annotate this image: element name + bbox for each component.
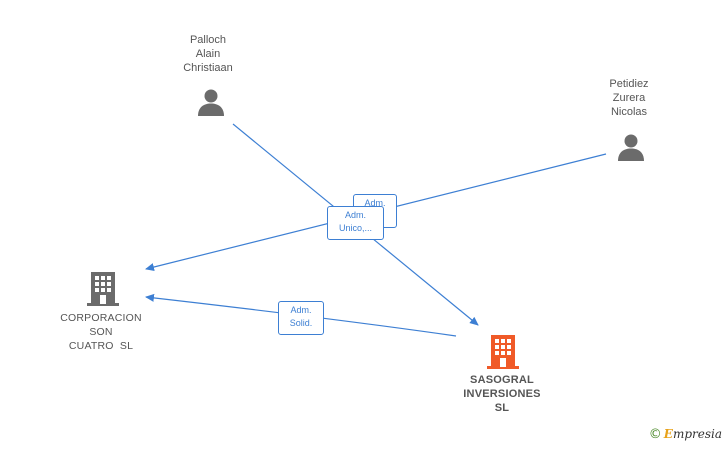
company-label-sasogral: SASOGRAL INVERSIONES SL — [441, 373, 563, 415]
copyright-icon: © — [648, 427, 662, 442]
person-name-line: Christiaan — [183, 62, 233, 74]
edge-label-line: Adm. — [364, 198, 386, 208]
building-icon[interactable] — [487, 333, 519, 369]
brand-name: mpresia — [672, 427, 722, 441]
edge-label-line: Solid. — [289, 318, 313, 328]
company-label-corporacion: CORPORACION SON CUATRO SL — [40, 311, 162, 353]
edge-label-line: Adm. — [344, 210, 366, 220]
person-label-petidiez: Petidiez Zurera Nicolas — [589, 77, 669, 119]
person-name-line: Zurera — [612, 92, 646, 104]
company-name-line: CUATRO SL — [68, 340, 134, 352]
brand-initial: E — [663, 427, 673, 441]
company-name-line: CORPORACION — [60, 312, 142, 324]
person-icon[interactable] — [196, 88, 226, 116]
person-name-line: Palloch — [189, 34, 227, 46]
company-name-line: SON — [89, 326, 113, 338]
edge-label-adm-unico[interactable]: Adm. Unico,... — [327, 206, 384, 240]
person-name-line: Alain — [195, 48, 221, 60]
company-name-line: INVERSIONES — [463, 388, 541, 400]
empresia-watermark: ©Empresia — [649, 427, 722, 442]
person-name-line: Nicolas — [610, 106, 648, 118]
building-icon[interactable] — [87, 270, 119, 306]
person-icon[interactable] — [616, 133, 646, 161]
company-name-line: SL — [494, 402, 510, 414]
person-label-palloch: Palloch Alain Christiaan — [168, 33, 248, 75]
edge-label-line: Adm. — [290, 305, 312, 315]
company-name-line: SASOGRAL — [470, 374, 534, 386]
edge-label-adm-solid[interactable]: Adm. Solid. — [278, 301, 324, 335]
edge-label-line: Unico,... — [338, 223, 372, 233]
person-name-line: Petidiez — [609, 78, 649, 90]
